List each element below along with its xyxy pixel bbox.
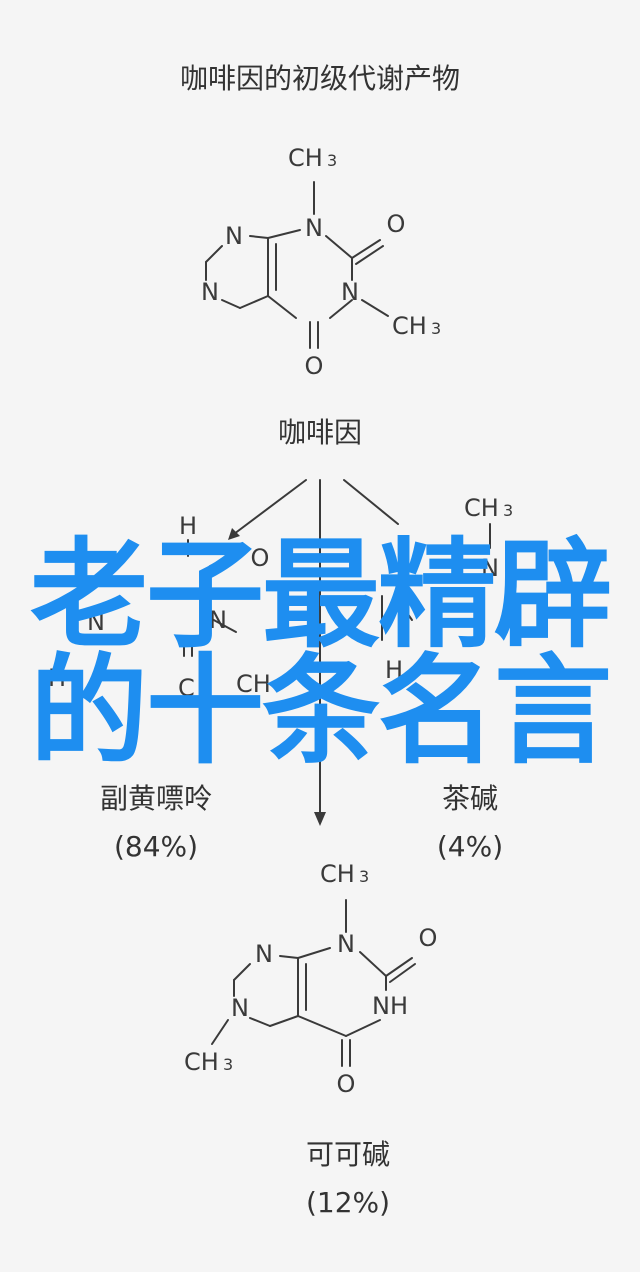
theophylline-percent: (4%) xyxy=(437,830,503,863)
atom-n: N xyxy=(209,606,227,634)
atom-ch: CH xyxy=(464,494,499,522)
atom-sub: 3 xyxy=(223,1055,233,1074)
paraxanthine-structure: H O N N H C CH xyxy=(48,512,271,702)
atom-c: C xyxy=(178,674,195,702)
reaction-arrows xyxy=(228,479,399,826)
atom-n: N xyxy=(255,940,273,968)
atom-n: N xyxy=(225,222,243,250)
paraxanthine-percent: (84%) xyxy=(114,830,198,863)
caffeine-label: 咖啡因 xyxy=(278,416,362,449)
atom-o: O xyxy=(337,1070,356,1098)
atom-h: H xyxy=(179,512,197,540)
atom-n: N xyxy=(201,278,219,306)
theobromine-label: 可可碱 xyxy=(306,1138,390,1171)
atom-ch: CH xyxy=(184,1048,219,1076)
overlay-headline-line2: 的十条名言 xyxy=(29,642,612,780)
atom-n: N xyxy=(341,278,359,306)
paraxanthine-label: 副黄嘌呤 xyxy=(100,782,212,815)
atom-n: N xyxy=(481,554,499,582)
atom-o: O xyxy=(419,924,438,952)
atom-nh: NH xyxy=(372,992,408,1020)
atom-ch: CH xyxy=(236,670,271,698)
theobromine-percent: (12%) xyxy=(306,1186,390,1219)
atom-sub: 3 xyxy=(431,319,441,338)
atom-ch: CH xyxy=(320,860,355,888)
atom-h: H xyxy=(48,664,66,692)
atom-sub: 3 xyxy=(503,501,513,520)
atom-o: O xyxy=(251,544,270,572)
atom-o: O xyxy=(305,352,324,380)
atom-n: N xyxy=(305,214,323,242)
theobromine-structure: N N N NH O O CH 3 CH 3 xyxy=(184,860,437,1098)
caffeine-structure: N N N N O O CH 3 CH 3 xyxy=(201,144,441,380)
atom-sub: 3 xyxy=(359,867,369,886)
atom-n: N xyxy=(231,994,249,1022)
theophylline-structure: CH 3 N H xyxy=(381,494,513,684)
atom-n: N xyxy=(87,608,105,636)
theophylline-label: 茶碱 xyxy=(442,782,498,815)
atom-o: O xyxy=(387,210,406,238)
atom-sub: 3 xyxy=(327,151,337,170)
diagram-title: 咖啡因的初级代谢产物 xyxy=(180,62,460,95)
atom-ch: CH xyxy=(288,144,323,172)
atom-n: N xyxy=(337,930,355,958)
overlay-headline-line1: 老子最精辟 xyxy=(29,526,612,664)
atom-h: H xyxy=(385,656,403,684)
atom-ch: CH xyxy=(392,312,427,340)
